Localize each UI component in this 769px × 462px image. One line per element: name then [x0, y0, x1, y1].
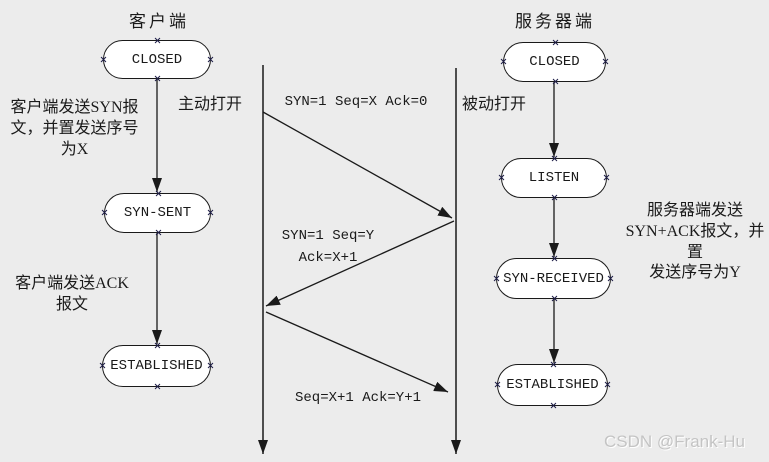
- active-open-label: 主动打开: [178, 96, 243, 113]
- connection-handle-icon: [155, 229, 162, 236]
- connection-handle-icon: [551, 255, 558, 262]
- passive-open-label: 被动打开: [462, 96, 527, 113]
- connection-handle-icon: [552, 39, 559, 46]
- connection-handle-icon: [154, 75, 161, 82]
- ack-segment-arrow: [265, 311, 449, 393]
- state-label: SYN-SENT: [123, 205, 192, 221]
- syn-message-label: SYN=1 Seq=X Ack=0: [284, 94, 428, 110]
- client-state-syn-sent: SYN-SENT: [104, 193, 211, 233]
- server-state-closed: CLOSED: [503, 42, 606, 82]
- connection-handle-icon: [99, 362, 106, 369]
- connection-handle-icon: [207, 209, 214, 216]
- client-state-established: ESTABLISHED: [102, 345, 211, 387]
- server-synack-annotation: 服务器端发送 SYN+ACK报文，并置 发送序号为Y: [625, 202, 765, 282]
- connection-handle-icon: [603, 174, 610, 181]
- connection-handle-icon: [100, 56, 107, 63]
- connection-handle-icon: [493, 275, 500, 282]
- state-label: CLOSED: [529, 54, 580, 70]
- client-ack-annotation: 客户端发送ACK 报文: [15, 275, 129, 313]
- client-syn-annotation: 客户端发送SYN报 文，并置发送序号 为X: [10, 99, 139, 158]
- client-column-title: 客户端: [129, 12, 189, 31]
- connection-handle-icon: [498, 174, 505, 181]
- connection-handle-icon: [155, 190, 162, 197]
- server-state-syn-received: SYN-RECEIVED: [496, 258, 611, 299]
- connection-handle-icon: [154, 342, 161, 349]
- ack-message-label: Seq=X+1 Ack=Y+1: [294, 390, 422, 406]
- state-label: LISTEN: [528, 170, 580, 186]
- connection-handle-icon: [551, 295, 558, 302]
- connection-handle-icon: [550, 402, 557, 409]
- connection-handle-icon: [207, 362, 214, 369]
- server-column-title: 服务器端: [515, 12, 595, 31]
- connection-handle-icon: [494, 381, 501, 388]
- connection-handle-icon: [604, 381, 611, 388]
- server-state-established: ESTABLISHED: [497, 364, 608, 406]
- connection-handle-icon: [551, 155, 558, 162]
- connection-handle-icon: [607, 275, 614, 282]
- connection-handle-icon: [551, 194, 558, 201]
- connection-handle-icon: [101, 209, 108, 216]
- state-label: CLOSED: [131, 51, 183, 68]
- synack-message-label: SYN=1 Seq=Y Ack=X+1: [281, 228, 375, 266]
- connection-handle-icon: [154, 383, 161, 390]
- connection-handle-icon: [552, 78, 559, 85]
- connection-handle-icon: [602, 58, 609, 65]
- state-label: ESTABLISHED: [506, 377, 599, 393]
- client-state-closed: CLOSED: [103, 40, 211, 79]
- connection-handle-icon: [550, 361, 557, 368]
- connection-handle-icon: [500, 58, 507, 65]
- connection-handle-icon: [154, 37, 161, 44]
- csdn-watermark: CSDN @Frank-Hu: [604, 432, 745, 451]
- syn-segment-arrow: [262, 111, 453, 219]
- state-label: ESTABLISHED: [110, 358, 203, 374]
- server-state-listen: LISTEN: [501, 158, 607, 198]
- state-label: SYN-RECEIVED: [503, 270, 604, 287]
- connection-handle-icon: [207, 56, 214, 63]
